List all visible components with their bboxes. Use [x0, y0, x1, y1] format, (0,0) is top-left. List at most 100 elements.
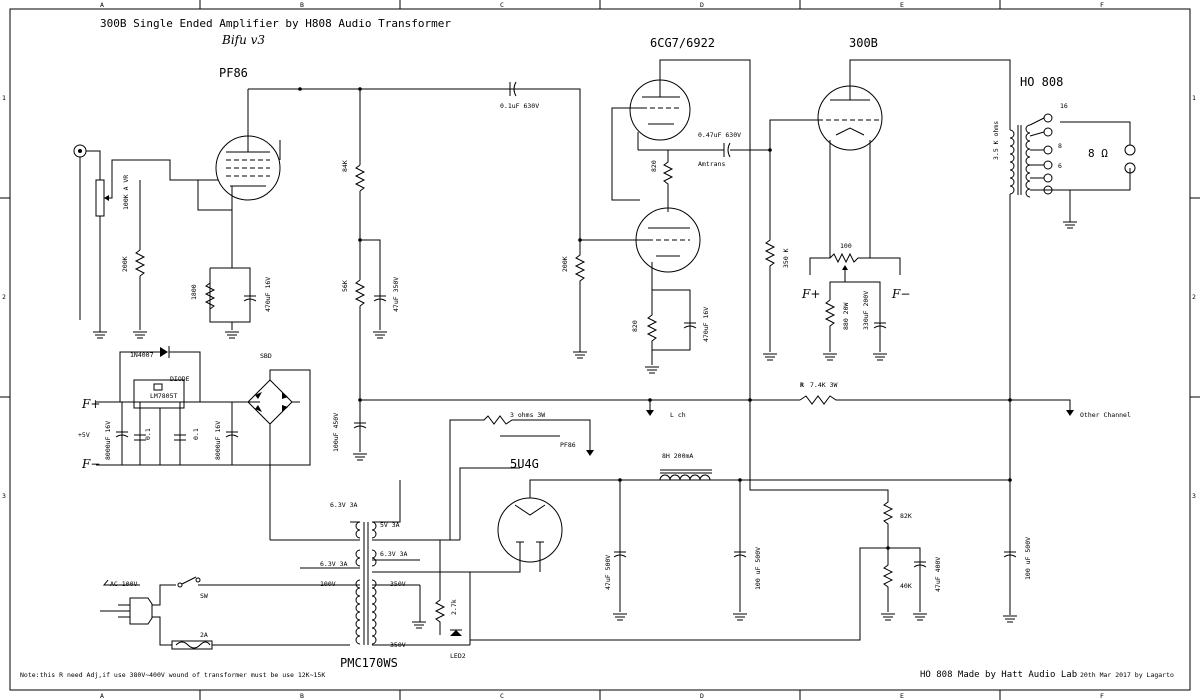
ground-symbol-12: [613, 613, 627, 621]
r-main-label: R: [800, 381, 804, 389]
ground-symbol-11: [1063, 220, 1077, 229]
ground-symbol-8: [763, 353, 777, 361]
r-main-value-label: 7.4K 3W: [810, 381, 837, 389]
grid-row-left-1: 1: [2, 94, 6, 102]
choke-label: 8H 200mA: [662, 452, 693, 460]
plus5v-label: +5V: [78, 431, 90, 439]
coupling-capacitor-1: 0.1uF 630V: [500, 81, 539, 110]
r-200k-b-label: 200K: [561, 256, 569, 272]
fplus-300b-label: F+: [801, 287, 820, 301]
ground-symbol-15: [913, 613, 927, 621]
c-47-350-label: 47uF 350V: [392, 277, 400, 312]
grid-col-bottom-c: C: [500, 692, 504, 700]
r-27k-label: 2.7k: [450, 599, 458, 615]
c-01b-label: 0.1: [192, 428, 200, 440]
coupling-capacitor-2: [723, 142, 731, 158]
pf86-tap-label: PF86: [560, 441, 576, 449]
rectifier-section: 5U4G 3 ohms 3W PF86 8H 200mA 47uF 500: [412, 400, 1032, 660]
r-820a-label: 820: [650, 160, 658, 172]
filter-choke: [659, 469, 712, 481]
grid-col-top-f: F: [1100, 1, 1104, 9]
r-82k-label: 82K: [900, 512, 912, 520]
rectifier-tube-label: 5U4G: [510, 457, 539, 471]
pt-tap-label-5: 100V: [320, 580, 336, 588]
r-820b-label: 820: [631, 320, 639, 332]
r-84k-label: 84K: [341, 160, 349, 172]
c-100-500b-label: 100 uF 500V: [1024, 537, 1032, 580]
bridge-label: SBD: [260, 352, 272, 360]
ac-label: AC 100V: [110, 580, 137, 588]
regulator-label: LM7805T: [150, 392, 177, 400]
grid-row-right-1: 1: [1192, 94, 1196, 102]
fminus-300b-label: F−: [891, 287, 910, 301]
c-8000a-label: 8000uF 16V: [104, 421, 112, 460]
ot-tap-terminals: [1043, 113, 1053, 195]
c-100-450-label: 100uF 450V: [332, 413, 340, 452]
power-switch: [177, 576, 201, 588]
ground-symbol-6: [573, 350, 587, 359]
speaker-load-label: 8 Ω: [1088, 147, 1108, 160]
lch-label: L ch: [670, 411, 686, 419]
ground-symbol-4: [373, 331, 387, 339]
grid-row-left-2: 2: [2, 293, 6, 301]
grid-row-left-3: 3: [2, 492, 6, 500]
ot-tap-16: 16: [1060, 102, 1068, 110]
speaker-terminal-positive: [1124, 144, 1136, 156]
grid-col-bottom-e: E: [900, 692, 904, 700]
c-8000b-label: 8000uF 16V: [214, 421, 222, 460]
r-3ohm-label: 3 ohms 3W: [510, 411, 545, 419]
grid-col-bottom-b: B: [300, 692, 304, 700]
led-diode: [450, 630, 462, 636]
ot-tap-6: 6: [1058, 162, 1062, 170]
pt-tap-label-6: 350V: [390, 580, 406, 588]
pt-tap-label-1: 6.3V 3A: [330, 501, 357, 509]
schematic-title: 300B Single Ended Amplifier by H808 Audi…: [100, 17, 451, 30]
pt-tap-label-4: 6.3V 3A: [320, 560, 347, 568]
grid-col-bottom-f: F: [1100, 692, 1104, 700]
pt-tap-label-3: 6.3V 3A: [380, 550, 407, 558]
ground-symbol-3: [225, 331, 239, 339]
vr-label: 100K A VR: [122, 175, 130, 210]
pf86-tube: [197, 89, 281, 268]
diode-label: DIODE: [170, 375, 190, 383]
switch-label: SW: [200, 592, 208, 600]
grid-col-top-a: A: [100, 1, 104, 9]
ground-symbol-17: [412, 585, 426, 629]
grid-col-top-d: D: [700, 1, 704, 9]
grid-col-bottom-d: D: [700, 692, 704, 700]
grid-col-bottom-a: A: [100, 692, 104, 700]
fplus-heater-label: F+: [81, 397, 100, 411]
ground-symbol-5: [353, 453, 367, 461]
pf86-tube-label: PF86: [219, 66, 248, 80]
diode-1n4007-label: 1N4007: [130, 351, 154, 359]
r-grid-label: 200K: [121, 256, 129, 272]
ground-symbol-14: [881, 613, 895, 621]
driver-stage: 6CG7/6922 820 0.47uF 630V Amtrans: [561, 36, 772, 400]
r-350k-label: 350 K: [782, 248, 790, 268]
ot-name-label: HO 808: [1020, 75, 1063, 89]
output-transformer: HO 808 3.5 K ohms 16 8 6: [992, 75, 1136, 615]
version-label: Bifu v3: [221, 33, 265, 47]
ground-symbol-2: [133, 331, 147, 339]
ground-symbol-16: [1003, 615, 1017, 623]
credit-label: HO 808 Made by Hatt Audio Lab: [920, 670, 1077, 680]
pt-name-label: PMC170WS: [340, 656, 398, 670]
c-47-500-label: 47uF 500V: [604, 555, 612, 590]
c-470a-label: 470uF 16V: [264, 277, 272, 312]
regulator-lm7805: [133, 379, 185, 409]
ot-tap-8: 8: [1058, 142, 1062, 150]
ground-symbol-1: [93, 330, 107, 339]
pt-tap-label-7: 350V: [390, 641, 406, 649]
grid-col-top-b: B: [300, 1, 304, 9]
footer-note: Note:this R need Adj,if use 380V~400V wo…: [20, 671, 325, 679]
ground-symbol-7: [645, 366, 659, 374]
ot-primary-label: 3.5 K ohms: [992, 121, 1000, 160]
fminus-heater-label: F−: [81, 457, 100, 471]
r-880-label: 880 20W: [842, 303, 850, 330]
grid-row-right-2: 2: [1192, 293, 1196, 301]
ground-symbol-9: [823, 353, 837, 361]
driver-tube-label: 6CG7/6922: [650, 36, 715, 50]
pt-tap-label-2: 5V 3A: [380, 521, 400, 529]
